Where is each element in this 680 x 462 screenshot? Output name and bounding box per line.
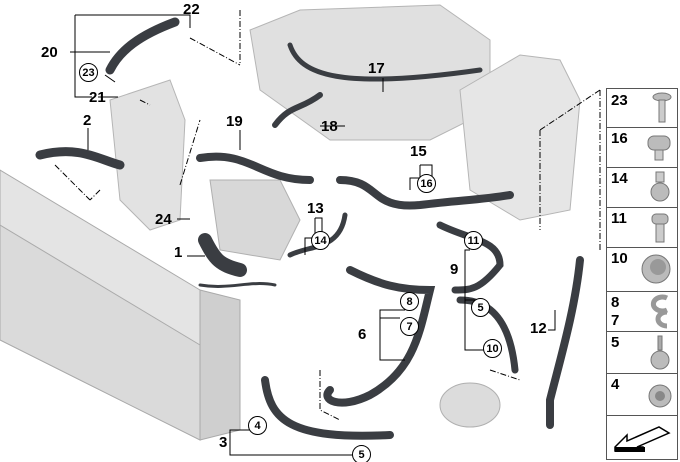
callout-12: 12 (530, 320, 547, 337)
callout-11: 11 (464, 231, 483, 250)
callout-15: 15 (410, 143, 427, 160)
legend-item-23[interactable]: 23 (607, 89, 677, 128)
back-arrow-button[interactable] (607, 415, 677, 459)
callout-9: 9 (450, 261, 459, 278)
callout-5-lower: 5 (352, 445, 371, 462)
callout-19: 19 (226, 113, 243, 130)
callout-18: 18 (321, 118, 338, 135)
callout-14: 14 (311, 231, 330, 250)
callout-23: 23 (79, 63, 98, 82)
callout-3: 3 (219, 434, 228, 451)
legend-item-10[interactable]: 10 (607, 247, 677, 292)
pin-clamp-icon (650, 335, 670, 370)
callout-2: 2 (83, 112, 92, 129)
callout-10: 10 (483, 339, 502, 358)
clip-icon (647, 135, 671, 161)
callout-21: 21 (89, 89, 106, 106)
hose-clamp-icon (648, 384, 672, 408)
leader-lines (70, 14, 556, 456)
clamp-icon (650, 171, 670, 202)
callout-6: 6 (358, 326, 367, 343)
callout-20: 20 (41, 44, 58, 61)
screw-icon (652, 92, 672, 123)
holder-icon (651, 213, 669, 243)
callout-13: 13 (307, 200, 324, 217)
callout-17: 17 (368, 60, 385, 77)
legend-item-4[interactable]: 4 (607, 373, 677, 416)
callout-7: 7 (400, 317, 419, 336)
c-clip-icon (650, 294, 669, 329)
engine-head (109, 4, 491, 261)
dashdot-lines (54, 10, 601, 421)
bracket-icon (641, 254, 671, 284)
callout-24: 24 (155, 211, 172, 228)
legend-item-16[interactable]: 16 (607, 127, 677, 168)
callout-8: 8 (400, 292, 419, 311)
expansion-tank (459, 54, 581, 221)
callout-5-upper: 5 (471, 298, 490, 317)
callout-16: 16 (417, 174, 436, 193)
arrow-back-icon (614, 426, 671, 452)
hoses (35, 17, 584, 440)
callout-4: 4 (248, 416, 267, 435)
callout-22: 22 (183, 1, 200, 18)
legend-item-14[interactable]: 14 (607, 167, 677, 208)
legend-item-5[interactable]: 5 (607, 331, 677, 374)
water-pump (439, 382, 501, 428)
radiator (0, 169, 241, 441)
legend-item-11[interactable]: 11 (607, 207, 677, 248)
callout-1: 1 (174, 244, 183, 261)
